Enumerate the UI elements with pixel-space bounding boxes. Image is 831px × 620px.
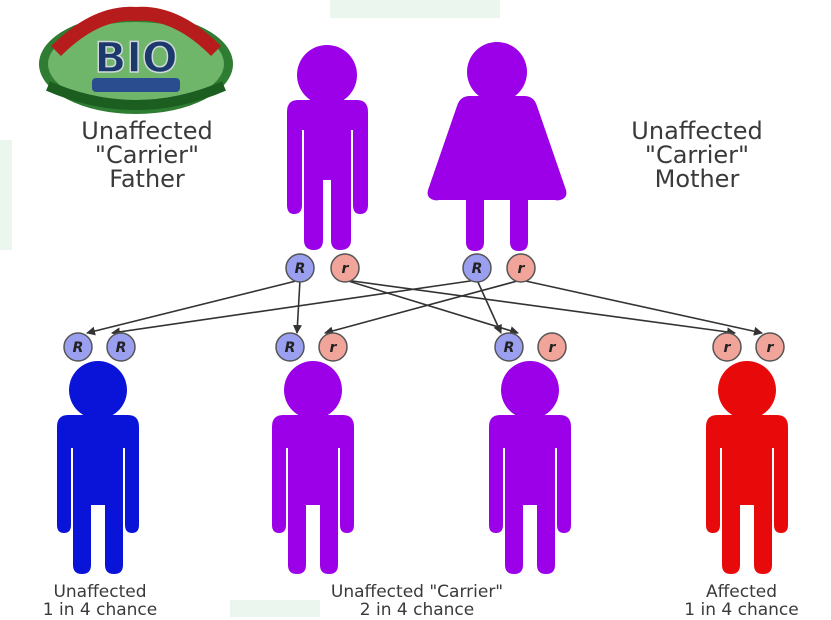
allele-child-1-a: R (63, 332, 93, 362)
outcome-unaffected-line-2: 1 in 4 chance (42, 599, 158, 620)
mother-label-line-2: "Carrier" (644, 141, 750, 169)
allele-child-3-b: r (537, 332, 567, 362)
background-accent-shape (230, 600, 320, 617)
inheritance-arrows (86, 279, 763, 337)
allele-father-2: r (330, 253, 360, 283)
background-accent-shape (0, 140, 12, 250)
background-accent-shape (330, 0, 500, 18)
inheritance-arrow (344, 279, 736, 337)
allele-child-4-a: r (712, 332, 742, 362)
allele-mother-1: R (462, 253, 492, 283)
outcome-carrier-label: Unaffected "Carrier" 2 in 4 chance (292, 582, 542, 620)
mother-label-line-1: Unaffected (631, 117, 763, 145)
father-label-line-2: "Carrier" (94, 141, 200, 169)
svg-text:r: r (330, 340, 338, 356)
child-figure-affected (706, 361, 788, 574)
svg-text:R: R (504, 340, 515, 356)
svg-text:r: r (767, 340, 775, 356)
svg-text:R: R (285, 340, 296, 356)
svg-text:r: r (724, 340, 732, 356)
child-figure-rr-dominant (57, 361, 139, 574)
father-label-line-1: Unaffected (81, 117, 213, 145)
inheritance-arrow (344, 279, 519, 335)
father-label-line-3: Father (109, 165, 185, 193)
inheritance-arrow (476, 279, 502, 334)
inheritance-arrow (324, 279, 522, 336)
outcome-unaffected-label: Unaffected 1 in 4 chance (0, 582, 200, 620)
outcome-carrier-line-2: 2 in 4 chance (359, 599, 475, 620)
allele-child-1-b: R (106, 332, 136, 362)
mother-figure (427, 42, 567, 251)
svg-text:r: r (518, 261, 526, 277)
father-figure (287, 45, 368, 250)
logo-main-text: BIO (94, 33, 177, 82)
outcome-affected-label: Affected 1 in 4 chance (652, 582, 831, 620)
allele-mother-2: r (506, 253, 536, 283)
svg-text:R: R (472, 261, 483, 277)
outcome-affected-line-1: Affected (705, 582, 778, 602)
outcome-unaffected-line-1: Unaffected (53, 582, 147, 602)
allele-child-3-a: R (494, 332, 524, 362)
svg-text:r: r (342, 261, 350, 277)
outcome-affected-line-2: 1 in 4 chance (684, 599, 799, 620)
father-label: Unaffected "Carrier" Father (37, 119, 257, 191)
svg-text:R: R (73, 340, 84, 356)
allele-child-2-b: r (318, 332, 348, 362)
mother-label-line-3: Mother (654, 165, 740, 193)
svg-text:r: r (549, 340, 557, 356)
bio-logo: BIO (39, 6, 233, 114)
svg-text:R: R (116, 340, 127, 356)
inheritance-arrow (111, 279, 478, 337)
outcome-carrier-line-1: Unaffected "Carrier" (330, 582, 504, 602)
inheritance-arrow (86, 279, 301, 336)
child-figure-carrier-1 (272, 361, 354, 574)
inheritance-arrow (520, 279, 763, 336)
child-figure-carrier-2 (489, 361, 571, 574)
svg-text:R: R (295, 261, 306, 277)
allele-father-1: R (285, 253, 315, 283)
allele-child-2-a: R (275, 332, 305, 362)
allele-child-4-b: r (755, 332, 785, 362)
mother-label: Unaffected "Carrier" Mother (587, 119, 807, 191)
